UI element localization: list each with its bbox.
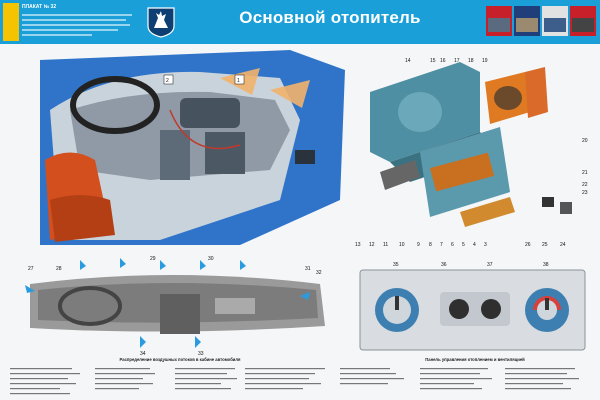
cabin-cutaway-illustration: 1 2 [40,50,345,245]
heater-callouts-right: 20 21 22 23 [582,138,588,196]
callout-38: 38 [543,262,549,268]
legend-lines [10,368,579,395]
callout-25: 25 [542,242,548,248]
knob-left [375,288,419,332]
callout-33: 33 [198,351,204,356]
callout-31: 31 [305,266,311,272]
callout-21: 21 [582,170,588,176]
callout-23: 23 [582,190,588,196]
callout-26: 26 [525,242,531,248]
callout-10: 10 [399,242,405,248]
control-panel-illustration: 35 36 37 38 [359,262,586,351]
dashboard-airflow-illustration: 27 28 29 30 31 32 34 33 [25,256,325,356]
slider-middle [440,292,510,326]
magazine-covers [486,6,596,36]
callout-20: 20 [582,138,588,144]
callout-1: 1 [237,78,240,84]
callout-9: 9 [417,242,420,248]
callout-14: 14 [405,58,411,64]
callout-17: 17 [454,58,460,64]
callout-8: 8 [429,242,432,248]
callout-30: 30 [208,256,214,262]
info-text-lines [22,4,134,36]
callout-15: 15 [430,58,436,64]
callout-3: 3 [484,242,487,248]
callout-6: 6 [451,242,454,248]
dashboard-caption: Распределение воздушных потоков в кабине… [119,357,241,362]
callout-13: 13 [355,242,361,248]
callout-22: 22 [582,182,588,188]
callout-5: 5 [462,242,465,248]
callout-4: 4 [473,242,476,248]
callout-35: 35 [393,262,399,268]
page-title: Основной отопитель [239,8,421,27]
callout-27: 27 [28,266,34,272]
heater-exploded-illustration: 14 15 16 17 18 19 20 21 22 23 13 12 11 1… [355,58,588,248]
heater-callouts-top: 14 15 16 17 18 19 [405,58,488,64]
knob-right [525,288,569,332]
poster-info: ПЛАКАТ № 32 [22,4,138,40]
callout-24: 24 [560,242,566,248]
callout-2: 2 [166,78,169,84]
callout-18: 18 [468,58,474,64]
callout-7: 7 [440,242,443,248]
control-panel-caption: Панель управления отоплением и вентиляци… [425,357,525,362]
callout-37: 37 [487,262,493,268]
airflow-arrows [25,258,310,348]
callout-12: 12 [369,242,375,248]
callout-29: 29 [150,256,156,262]
heater-callouts-bottom: 13 12 11 10 9 8 7 6 5 4 3 26 25 24 [355,242,566,248]
callout-11: 11 [383,242,388,248]
callout-34: 34 [140,351,146,356]
legend-area [0,364,600,400]
poster-number: ПЛАКАТ № 32 [22,4,57,10]
callout-28: 28 [56,266,62,272]
gaz-deer-logo-icon [147,7,175,38]
callout-19: 19 [482,58,488,64]
yellow-badge [3,3,19,41]
header-bar: ПЛАКАТ № 32 Основной отопитель [0,0,600,44]
callout-16: 16 [440,58,446,64]
callout-32: 32 [316,270,322,276]
callout-36: 36 [441,262,447,268]
